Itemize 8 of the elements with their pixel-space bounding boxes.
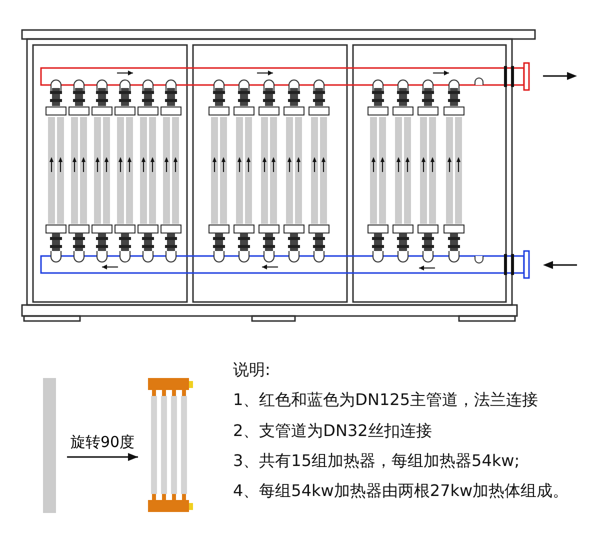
note-text: 2、支管道为DN32丝扣连接	[233, 421, 432, 441]
heating-tube-bar	[43, 378, 56, 513]
note-text: 1、红色和蓝色为DN125主管道，法兰连接	[233, 390, 538, 410]
note-text: 3、共有15组加热器，每组加热器54kw;	[233, 451, 520, 471]
note-text: 4、每组54kw加热器由两根27kw加热体组成。	[233, 481, 569, 501]
arrow	[67, 453, 138, 461]
note-heading: 说明:	[233, 360, 270, 380]
heater-drawing	[148, 378, 194, 512]
